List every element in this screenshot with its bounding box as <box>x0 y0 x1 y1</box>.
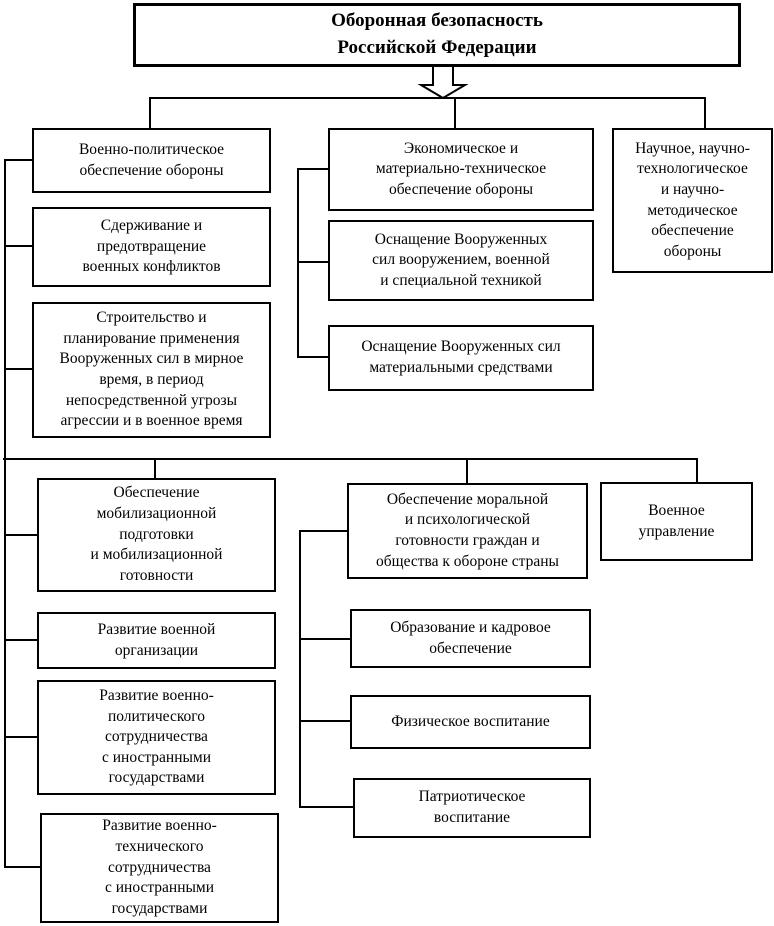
box-patriotic-education: Патриотическое воспитание <box>353 778 591 838</box>
down-arrow-icon <box>417 65 469 99</box>
box-military-political-cooperation: Развитие военно- политического сотруднич… <box>37 680 276 795</box>
box-economic-material-technical-support: Экономическое и материально-техническое … <box>328 128 594 211</box>
connector-stub-political-cooperation <box>4 736 38 738</box>
connector-stub-patriotic-education <box>299 806 354 808</box>
box-scientific-support: Научное, научно- технологическое и научн… <box>612 128 773 273</box>
connector-drop-right-branch <box>704 97 706 128</box>
box-military-technical-cooperation: Развитие военно- технического сотрудниче… <box>40 813 279 923</box>
connector-stub-material-means <box>297 356 329 358</box>
box-providing-forces-material-means: Оснащение Вооруженных сил материальными … <box>328 325 594 391</box>
connector-stub-economic-support <box>297 168 329 170</box>
connector-drop-military-admin <box>696 458 698 482</box>
connector-trunk-middle-upper <box>297 168 299 358</box>
connector-stub-mobilization <box>4 534 38 536</box>
box-arming-forces-weapons-equipment: Оснащение Вооруженных сил вооружением, в… <box>328 220 594 301</box>
box-deterrence-prevention: Сдерживание и предотвращение военных кон… <box>32 207 271 287</box>
connector-stub-military-political <box>4 159 33 161</box>
connector-stub-military-organization <box>4 639 38 641</box>
connector-drop-mobilization <box>154 458 156 478</box>
box-military-organization-development: Развитие военной организации <box>37 612 276 669</box>
connector-drop-left-branch <box>149 97 151 128</box>
connector-lower-distribution <box>3 458 698 460</box>
box-force-development-planning: Строительство и планирование применения … <box>32 302 271 438</box>
connector-trunk-left <box>4 159 6 868</box>
box-military-administration: Военное управление <box>600 482 753 561</box>
connector-top-distribution <box>150 97 706 99</box>
box-physical-training: Физическое воспитание <box>350 695 591 749</box>
connector-stub-arming-forces <box>297 261 329 263</box>
box-mobilization-preparation-readiness: Обеспечение мобилизационной подготовки и… <box>37 478 276 592</box>
connector-stub-deterrence <box>4 245 33 247</box>
connector-stub-moral-readiness <box>299 530 348 532</box>
connector-stub-technical-cooperation <box>4 866 41 868</box>
root-box-defense-security: Оборонная безопасность Российской Федера… <box>133 3 741 67</box>
connector-stub-physical-training <box>299 720 351 722</box>
connector-stub-force-development <box>4 368 33 370</box>
connector-drop-moral-readiness <box>466 458 468 483</box>
connector-drop-middle-branch <box>454 97 456 128</box>
box-moral-psychological-readiness: Обеспечение моральной и психологической … <box>347 483 588 579</box>
connector-trunk-middle-lower <box>299 530 301 808</box>
box-education-personnel-support: Образование и кадровое обеспечение <box>350 609 591 668</box>
box-military-political-support: Военно-политическое обеспечение обороны <box>32 128 271 193</box>
connector-stub-education-personnel <box>299 638 351 640</box>
